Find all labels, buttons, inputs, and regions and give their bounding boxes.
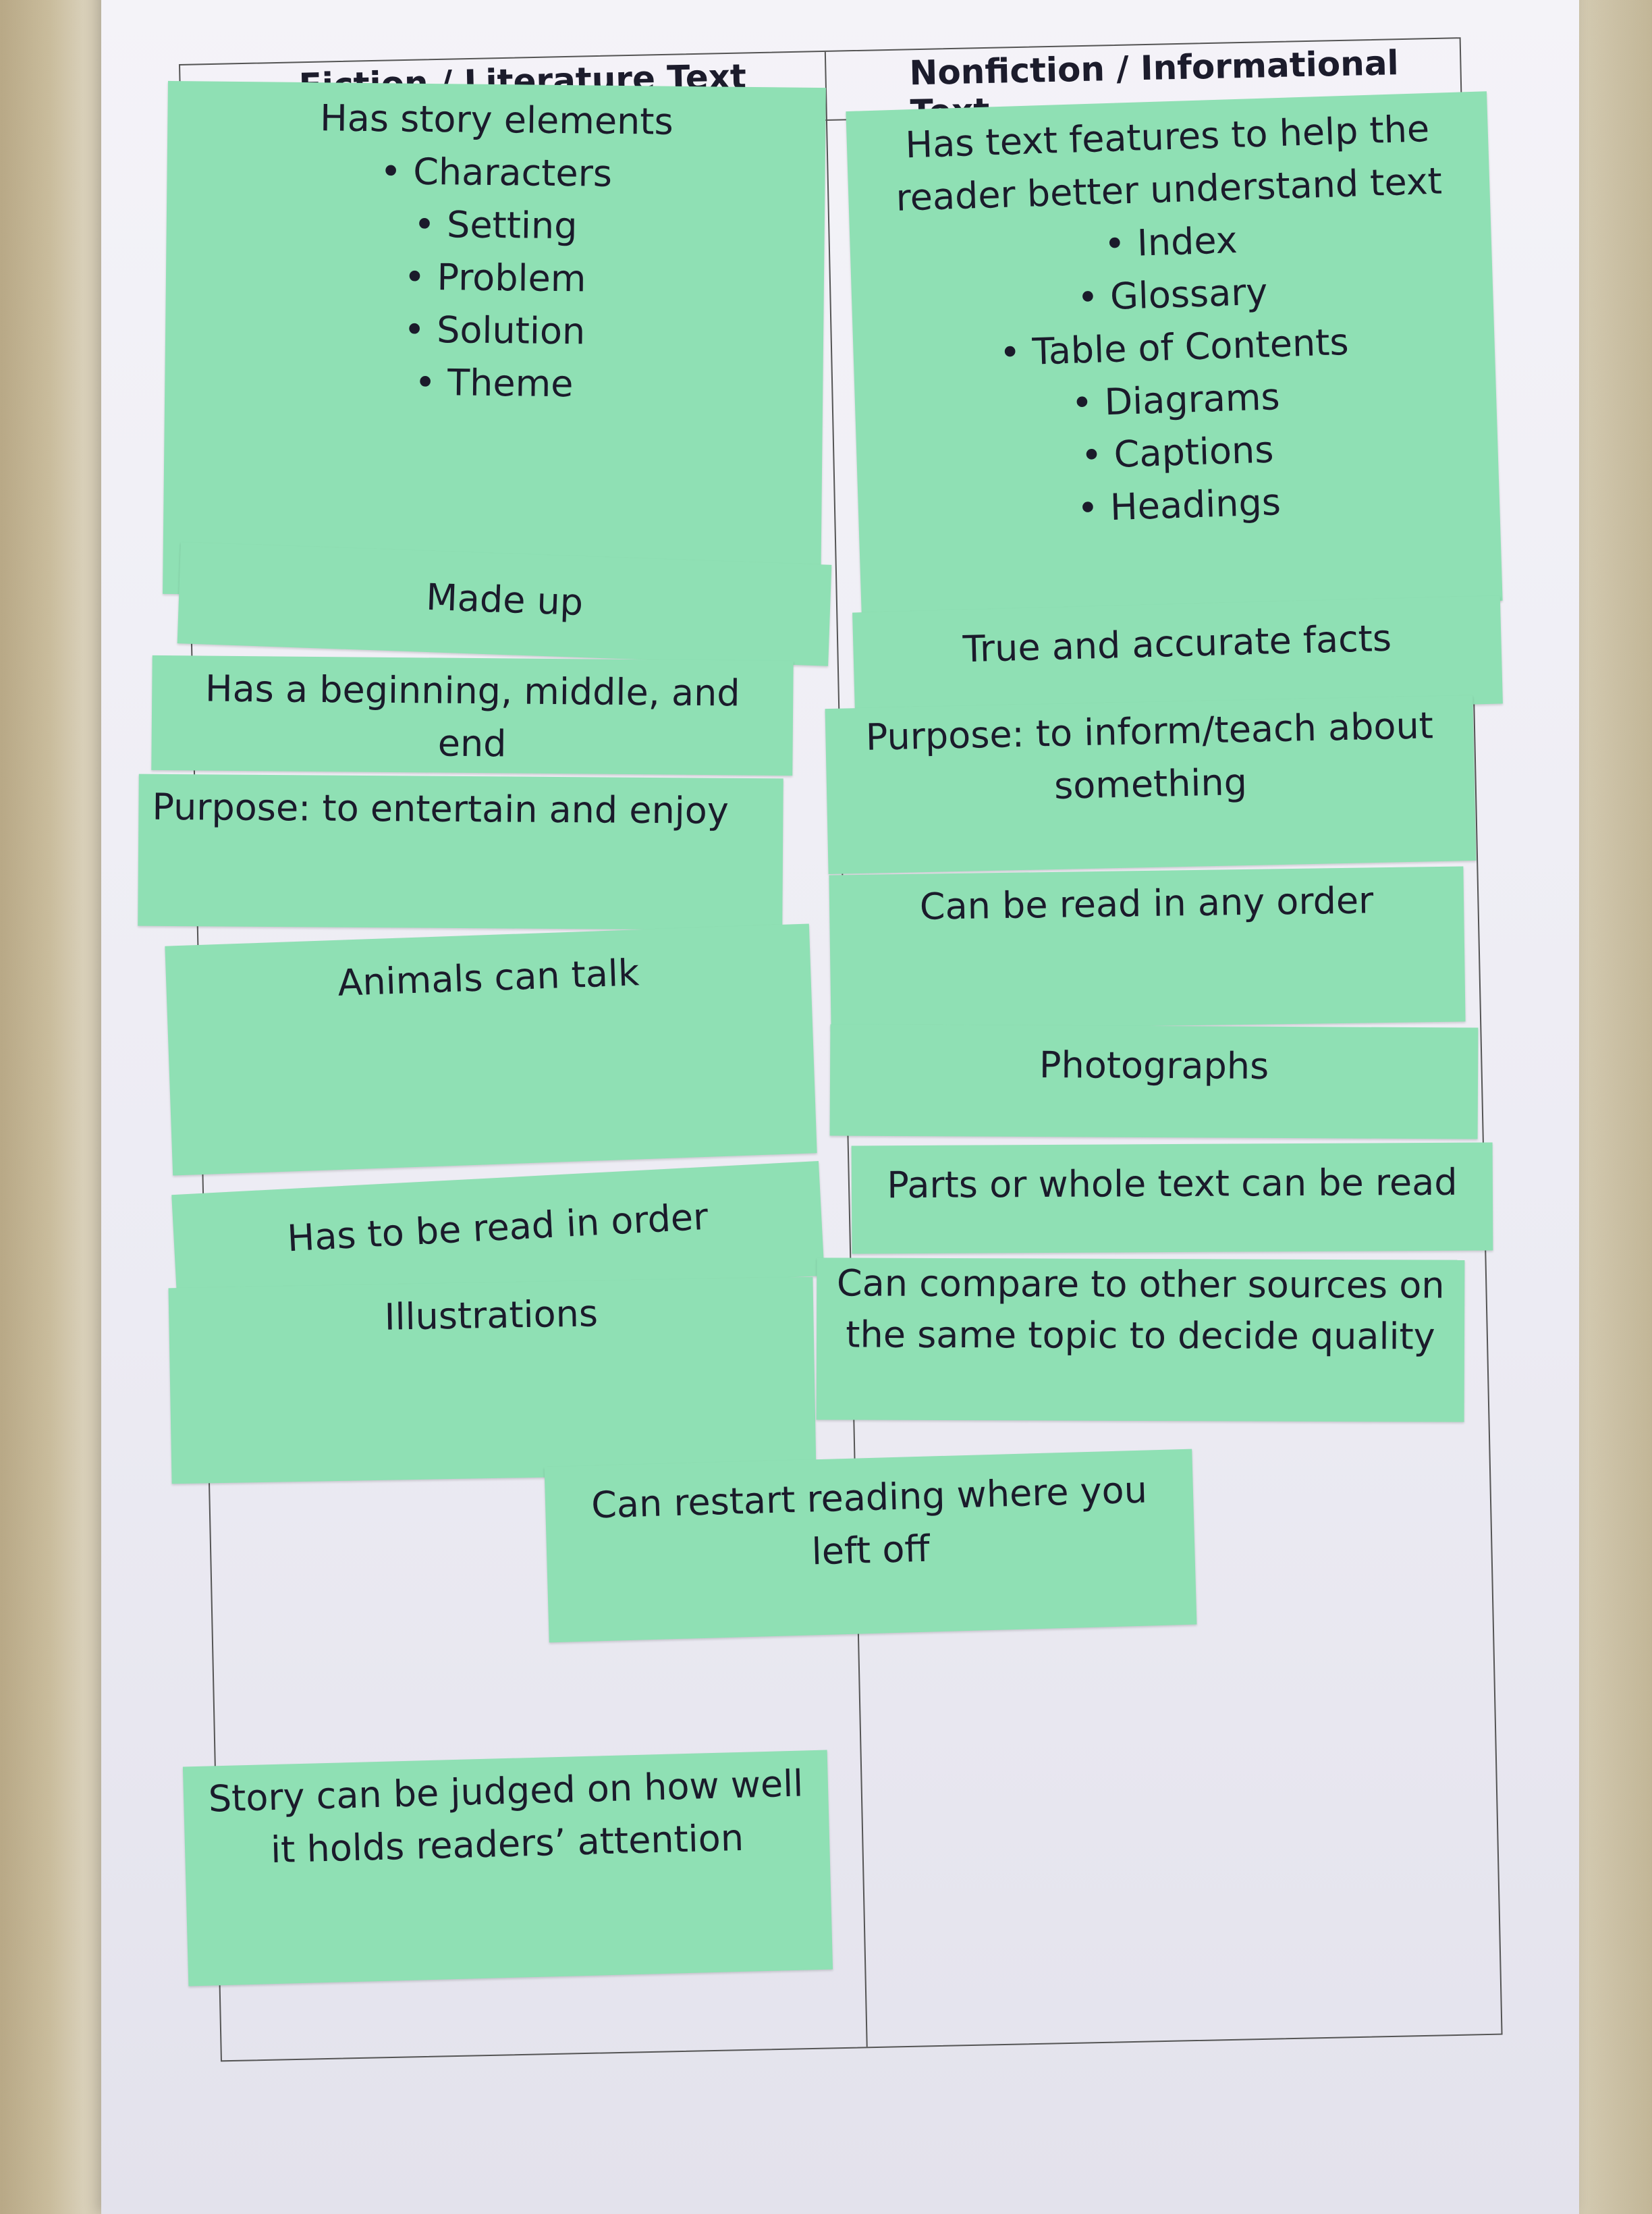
- story-elements-heading: Has story elements: [319, 97, 673, 143]
- list-item: Solution: [179, 301, 810, 360]
- card-beginning-middle-end: Has a beginning, middle, and end: [151, 655, 794, 776]
- card-restart-reading: Can restart reading where you left off: [544, 1449, 1197, 1643]
- card-photographs: Photographs: [829, 1024, 1479, 1139]
- card-story-judged: Story can be judged on how well it holds…: [182, 1750, 833, 1987]
- card-compare-sources: Can compare to other sources on the same…: [816, 1258, 1465, 1422]
- page-title: Fiction vs. Nonfiction: [783, 0, 1163, 8]
- story-elements-list: Characters Setting Problem Solution Them…: [178, 143, 812, 413]
- card-text-features: Has text features to help the reader bet…: [846, 91, 1503, 621]
- text-features-heading: Has text features to help the reader bet…: [895, 107, 1443, 219]
- card-any-order: Can be read in any order: [829, 866, 1466, 1031]
- card-parts-whole: Parts or whole text can be read: [851, 1142, 1493, 1254]
- card-nonfiction-purpose: Purpose: to inform/teach about something: [825, 695, 1477, 875]
- card-illustrations: Illustrations: [168, 1276, 817, 1484]
- list-item: Problem: [180, 248, 811, 308]
- text-features-list: Index Glossary Table of Contents Diagram…: [863, 207, 1487, 541]
- list-item: Characters: [180, 143, 812, 202]
- card-story-elements: Has story elements Characters Setting Pr…: [163, 80, 826, 601]
- card-fiction-purpose: Purpose: to entertain and enjoy: [138, 774, 783, 931]
- card-animals-talk: Animals can talk: [165, 923, 817, 1176]
- list-item: Theme: [178, 354, 810, 413]
- list-item: Setting: [180, 196, 811, 255]
